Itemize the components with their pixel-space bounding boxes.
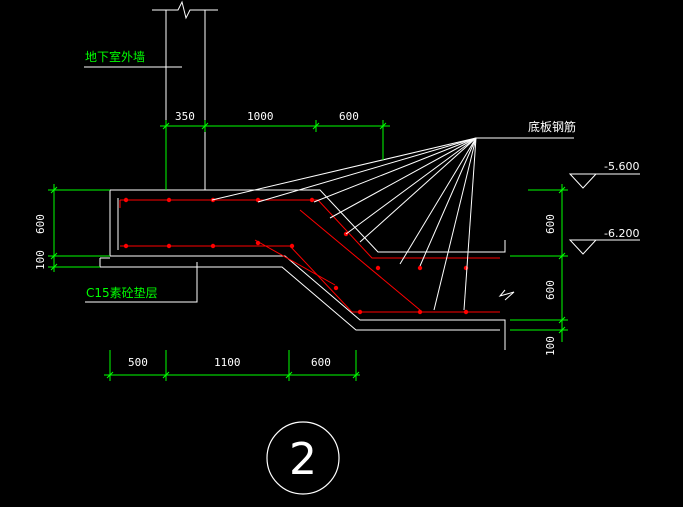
wall-label-group: 地下室外墙 bbox=[84, 49, 182, 68]
detail-number: 2 bbox=[289, 434, 317, 485]
dim-bottom-600: 600 bbox=[311, 356, 331, 369]
dim-left-100: 100 bbox=[34, 250, 47, 270]
top-dimension bbox=[160, 120, 390, 190]
bottom-dimension bbox=[104, 350, 360, 381]
elevation-upper: -5.600 bbox=[604, 160, 639, 173]
dim-top-350: 350 bbox=[175, 110, 195, 123]
dim-top-600: 600 bbox=[339, 110, 359, 123]
dim-left-600: 600 bbox=[34, 214, 47, 234]
detail-number-symbol: 2 bbox=[266, 421, 340, 495]
elevation-marker-upper bbox=[568, 173, 640, 189]
dim-right-600-upper: 600 bbox=[544, 214, 557, 234]
rebar-group bbox=[119, 199, 500, 313]
elevation-lower: -6.200 bbox=[604, 227, 639, 240]
dim-bottom-1100: 1100 bbox=[214, 356, 241, 369]
dim-bottom-500: 500 bbox=[128, 356, 148, 369]
sloped-rebar bbox=[299, 209, 421, 311]
dim-right-100: 100 bbox=[544, 336, 557, 356]
wall-label: 地下室外墙 bbox=[85, 49, 145, 64]
right-dimension bbox=[510, 184, 568, 342]
cushion-label-group: C15素砼垫层 bbox=[85, 262, 198, 303]
rebar-leaders bbox=[211, 137, 574, 311]
sloped-rebar-2 bbox=[254, 239, 336, 286]
dim-right-600-lower: 600 bbox=[544, 280, 557, 300]
basement-wall bbox=[152, 0, 218, 190]
dim-top-1000: 1000 bbox=[247, 110, 274, 123]
bottom-rebar-line bbox=[120, 245, 500, 313]
left-dimension bbox=[48, 184, 110, 272]
concrete-outline bbox=[99, 189, 515, 350]
elevation-marker-lower bbox=[568, 239, 640, 255]
top-rebar bbox=[120, 199, 500, 259]
bottom-rebar-label: 底板钢筋 bbox=[528, 119, 576, 134]
cushion-label: C15素砼垫层 bbox=[86, 285, 158, 300]
